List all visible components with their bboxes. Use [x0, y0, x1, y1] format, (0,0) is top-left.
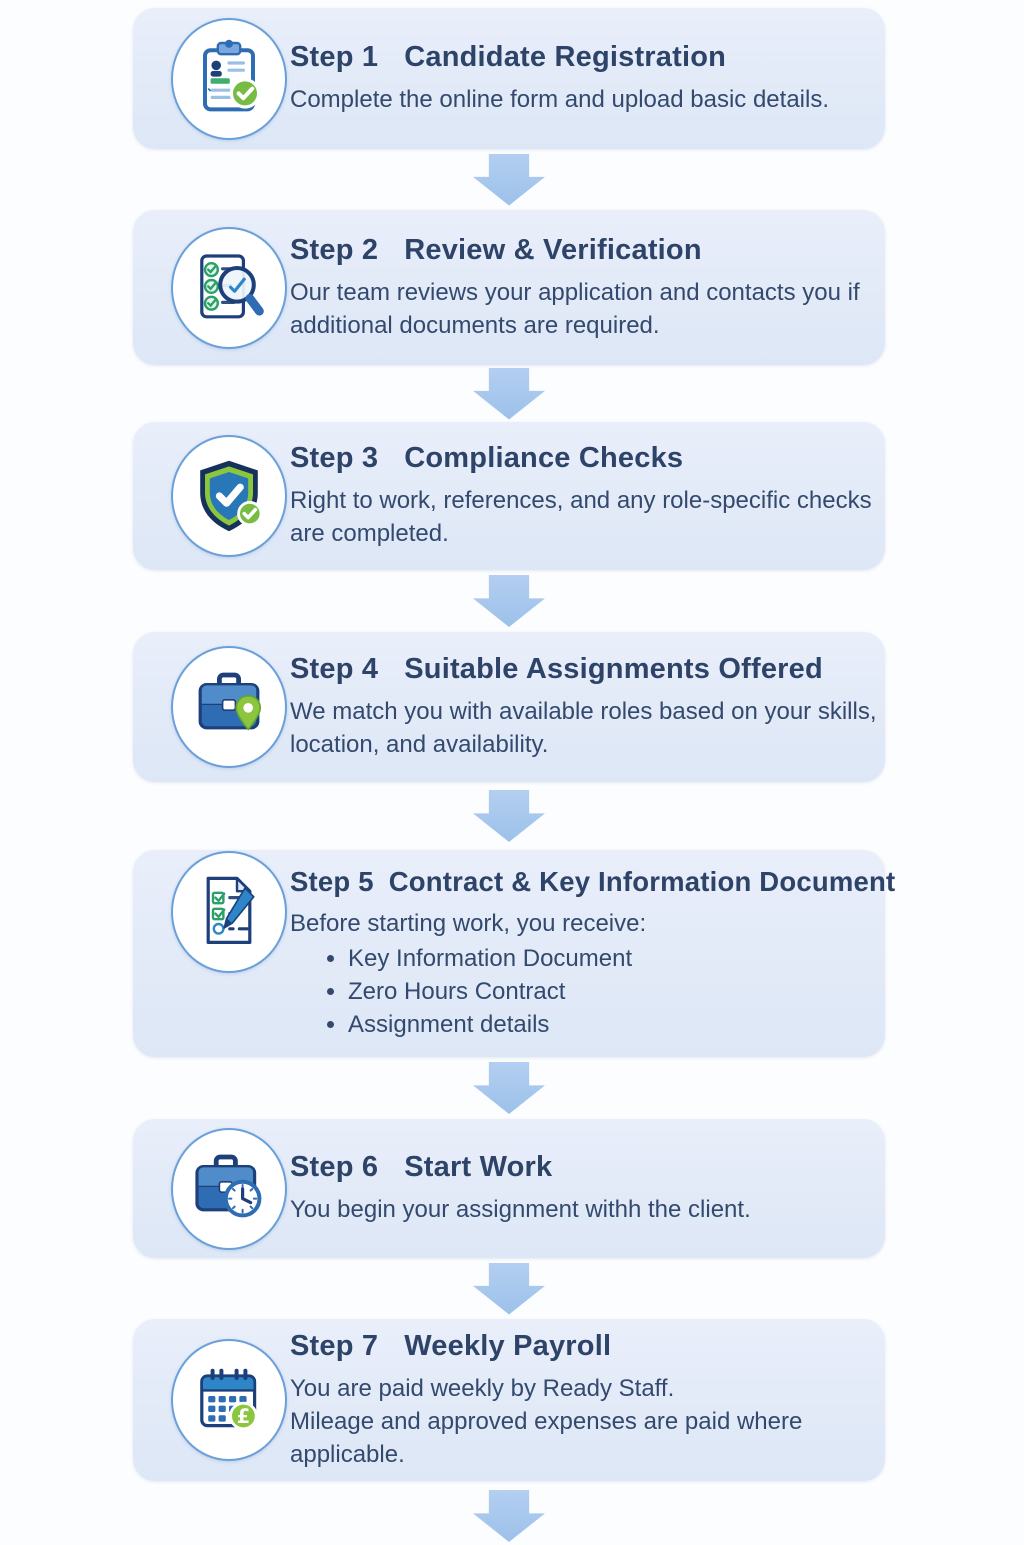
calendar-pound-icon: £: [200, 1368, 258, 1431]
step-bullet-list: Key Information Document Zero Hours Cont…: [290, 942, 878, 1041]
step-title-row: Step 7 Weekly Payroll: [290, 1330, 878, 1363]
down-arrow-icon: [473, 575, 545, 627]
icon-circle: [171, 1127, 287, 1250]
step-card-1: Step 1 Candidate Registration Complete t…: [133, 8, 885, 149]
step-title-row: Step 5 Contract & Key Information Docume…: [290, 866, 895, 898]
step-label: Step 5: [290, 866, 374, 897]
step-label: Step 3: [290, 442, 379, 474]
step-title-row: Step 3 Compliance Checks: [290, 442, 878, 475]
step-title: Weekly Payroll: [404, 1329, 612, 1362]
icon-circle: [171, 226, 287, 349]
step-description: We match you with available roles based …: [290, 698, 877, 758]
arrow-gap: [133, 1258, 885, 1319]
step-description-secondary: Mileage and approved expenses are paid w…: [290, 1407, 803, 1468]
icon-circle: [171, 17, 287, 140]
bullet-item: Key Information Document: [348, 942, 878, 975]
step-description: Our team reviews your application and co…: [290, 278, 860, 339]
step-title: Suitable Assignments Offered: [404, 653, 823, 685]
checklist-magnifier-icon: [200, 253, 264, 318]
arrow-gap: [133, 149, 885, 210]
step-description: You are paid weekly by Ready Staff.: [290, 1374, 675, 1402]
arrow-gap: [133, 782, 885, 850]
arrow-gap: [133, 365, 885, 422]
icon-circle: £: [171, 1339, 287, 1461]
step-title-row: Step 6 Start Work: [290, 1151, 878, 1184]
arrow-gap: [133, 1481, 885, 1545]
step-title-row: Step 4 Suitable Assignments Offered: [290, 653, 878, 686]
down-arrow-icon: [473, 367, 545, 420]
icon-circle: [171, 646, 287, 768]
step-title: Candidate Registration: [404, 41, 727, 73]
step-description: You begin your assignment withh the clie…: [290, 1196, 751, 1223]
document-pen-icon: [206, 876, 255, 944]
icon-circle: [171, 435, 287, 557]
briefcase-pin-icon: [198, 672, 262, 731]
shield-check-icon: [200, 460, 263, 532]
arrow-gap: [133, 570, 885, 632]
briefcase-clock-icon: [195, 1154, 262, 1217]
icon-circle: [171, 851, 287, 973]
step-card-5: Step 5 Contract & Key Information Docume…: [133, 850, 895, 1057]
process-flow: Step 1 Candidate Registration Complete t…: [133, 8, 895, 1545]
step-description: Before starting work, you receive:: [290, 910, 647, 937]
svg-text:£: £: [237, 1405, 250, 1428]
step-card-6: Step 6 Start Work You begin your assignm…: [133, 1119, 885, 1258]
step-description: Complete the online form and upload basi…: [290, 86, 829, 113]
step-title: Compliance Checks: [404, 442, 684, 474]
step-card-7: £ Step 7 Weekly Payroll You are paid wee…: [133, 1319, 885, 1481]
down-arrow-icon: [473, 1262, 545, 1315]
step-label: Step 4: [290, 653, 379, 685]
step-label: Step 6: [290, 1151, 379, 1183]
step-card-2: Step 2 Review & Verification Our team re…: [133, 210, 885, 365]
down-arrow-icon: [473, 1062, 545, 1114]
step-title: Contract & Key Information Document: [388, 866, 896, 897]
step-title-row: Step 2 Review & Verification: [290, 234, 878, 267]
step-title: Review & Verification: [404, 233, 702, 266]
down-arrow-icon: [473, 790, 545, 842]
step-title: Start Work: [404, 1151, 553, 1183]
down-arrow-icon: [473, 1490, 545, 1542]
step-title-row: Step 1 Candidate Registration: [290, 41, 878, 74]
clipboard-check-icon: [203, 39, 261, 111]
bullet-item: Zero Hours Contract: [348, 975, 878, 1008]
step-card-3: Step 3 Compliance Checks Right to work, …: [133, 422, 885, 570]
step-label: Step 1: [290, 41, 379, 73]
step-description: Right to work, references, and any role-…: [290, 487, 872, 547]
down-arrow-icon: [473, 153, 545, 206]
step-card-4: Step 4 Suitable Assignments Offered We m…: [133, 632, 885, 782]
step-label: Step 7: [290, 1329, 379, 1362]
step-label: Step 2: [290, 233, 379, 266]
bullet-item: Assignment details: [348, 1008, 878, 1041]
arrow-gap: [133, 1057, 885, 1119]
